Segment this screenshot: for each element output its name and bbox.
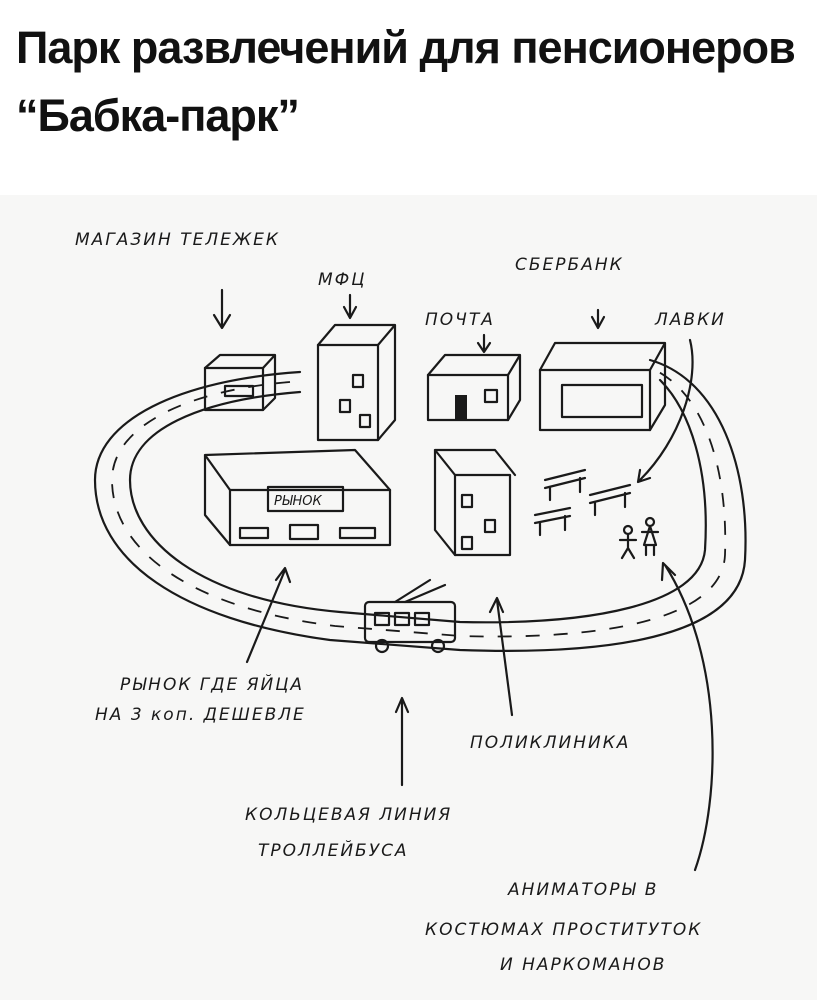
label-clinic: ПОЛИКЛИНИКА — [470, 733, 630, 753]
label-mfc: МФЦ — [318, 270, 367, 290]
arrows — [212, 288, 714, 872]
mfc-building — [316, 323, 397, 442]
page-title: Парк развлечений для пенсионеров “Бабка-… — [16, 22, 796, 141]
trolleybus — [363, 578, 457, 654]
label-benches: ЛАВКИ — [654, 310, 726, 330]
sberbank-building — [538, 341, 667, 432]
clinic-building — [433, 448, 517, 557]
post-office-building — [426, 353, 522, 422]
label-market-2: НА 3 коп. ДЕШЕВЛЕ — [95, 705, 306, 725]
label-market-1: РЫНОК ГДЕ ЯЙЦА — [120, 673, 304, 695]
animator-figures — [618, 516, 660, 560]
benches — [533, 468, 632, 537]
label-trolleybus-1: КОЛЬЦЕВАЯ ЛИНИЯ — [245, 805, 452, 825]
label-post: ПОЧТА — [425, 310, 495, 330]
label-animators-2: КОСТЮМАХ ПРОСТИТУТОК — [425, 920, 702, 940]
park-map-drawing: РЫНОК МАГАЗИН ТЕЛЕЖЕК МФЦ СБЕРБАНК — [75, 230, 747, 975]
market-building: РЫНОК — [203, 448, 392, 547]
label-animators-1: АНИМАТОРЫ В — [507, 880, 658, 900]
cart-shop-building — [203, 353, 277, 412]
label-trolleybus-2: ТРОЛЛЕЙБУСА — [258, 839, 409, 861]
market-sign: РЫНОК — [274, 494, 322, 509]
park-sketch: РЫНОК МАГАЗИН ТЕЛЕЖЕК МФЦ СБЕРБАНК — [0, 195, 817, 1000]
trolleybus-ring-road — [93, 358, 747, 652]
label-cart-shop: МАГАЗИН ТЕЛЕЖЕК — [75, 230, 280, 250]
label-sberbank: СБЕРБАНК — [515, 255, 624, 275]
label-animators-3: И НАРКОМАНОВ — [500, 955, 666, 975]
